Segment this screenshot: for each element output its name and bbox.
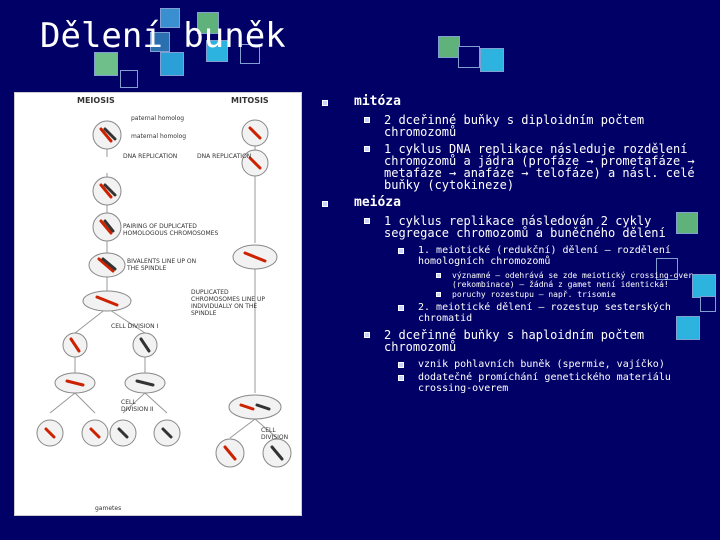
slide-title: Dělení buněk bbox=[40, 16, 286, 56]
meiosis-heading: meióza bbox=[322, 196, 714, 209]
pairing-label: PAIRING OF DUPLICATED HOMOLOGOUS CHROMOS… bbox=[123, 223, 219, 237]
maternal-label: maternal homolog bbox=[131, 133, 187, 140]
duplicated-label: DUPLICATED CHROMOSOMES LINE UP INDIVIDUA… bbox=[191, 289, 266, 317]
dna-replication-left-label: DNA REPLICATION bbox=[123, 153, 178, 160]
decor-square bbox=[458, 46, 480, 68]
bivalents-label: BIVALENTS LINE UP ON THE SPINDLE bbox=[127, 258, 197, 272]
decor-square bbox=[197, 12, 219, 34]
list-item: 1 cyklus replikace následován 2 cykly se… bbox=[322, 215, 714, 239]
list-item: 2 dceřinné buňky s diploidním počtem chr… bbox=[322, 114, 714, 138]
decor-square bbox=[94, 52, 118, 76]
meiosis-label: MEIOSIS bbox=[77, 96, 115, 105]
decor-square bbox=[160, 8, 180, 28]
bullet-icon bbox=[364, 332, 370, 338]
decor-square bbox=[240, 44, 260, 64]
bullet-icon bbox=[436, 273, 441, 278]
decor-square bbox=[656, 258, 678, 280]
decor-square bbox=[676, 316, 700, 340]
list-item: 1. meiotické (redukční) dělení – rozděle… bbox=[322, 245, 714, 267]
list-item: vznik pohlavních buněk (spermie, vajíčko… bbox=[322, 359, 714, 370]
mitosis-label: MITOSIS bbox=[231, 96, 269, 105]
list-item: 1 cyklus DNA replikace následuje rozděle… bbox=[322, 143, 714, 191]
bullet-icon bbox=[364, 146, 370, 152]
slide-content: mitóza 2 dceřinné buňky s diploidním poč… bbox=[322, 95, 714, 394]
cell-division-right-label: CELL DIVISION bbox=[261, 427, 289, 441]
decor-square bbox=[150, 32, 170, 52]
decor-square bbox=[700, 296, 716, 312]
bullet-icon bbox=[436, 292, 441, 297]
dna-replication-right-label: DNA REPLICATION bbox=[197, 153, 252, 160]
bullet-icon bbox=[364, 117, 370, 123]
decor-square bbox=[438, 36, 460, 58]
decor-square bbox=[206, 40, 228, 62]
meiosis-mitosis-figure: MEIOSIS MITOSIS paternal homolog materna… bbox=[14, 92, 302, 516]
bullet-icon bbox=[398, 362, 404, 368]
meiosis-mitosis-diagram bbox=[36, 119, 292, 468]
list-item: 2 dceřinné buňky s haploidním počtem chr… bbox=[322, 329, 714, 353]
list-item: dodatečné promíchání genetického materiá… bbox=[322, 372, 714, 394]
cell-division-2-label: CELL DIVISION II bbox=[121, 399, 154, 413]
bullet-icon bbox=[398, 305, 404, 311]
list-item: významné – odehrává se zde meiotický cro… bbox=[322, 271, 714, 289]
bullet-icon bbox=[322, 100, 328, 106]
decor-square bbox=[676, 212, 698, 234]
list-item: 2. meiotické dělení – rozestup sesterský… bbox=[322, 302, 714, 324]
decor-square bbox=[120, 70, 138, 88]
gametes-label: gametes bbox=[95, 505, 122, 512]
decor-square bbox=[480, 48, 504, 72]
mitosis-heading: mitóza bbox=[322, 95, 714, 108]
cell-division-1-label: CELL DIVISION I bbox=[111, 323, 159, 330]
bullet-icon bbox=[322, 201, 328, 207]
paternal-label: paternal homolog bbox=[131, 115, 185, 122]
decor-square bbox=[160, 52, 184, 76]
bullet-icon bbox=[364, 218, 370, 224]
bullet-icon bbox=[398, 248, 404, 254]
list-item: poruchy rozestupu – např. trisomie bbox=[322, 290, 714, 299]
bullet-icon bbox=[398, 375, 404, 381]
